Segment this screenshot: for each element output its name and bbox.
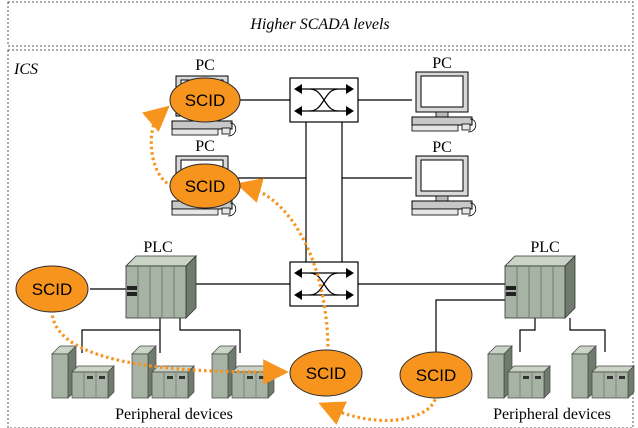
- scid-node-mid: SCID: [169, 163, 241, 209]
- pc-top-right: PC: [411, 55, 477, 133]
- path-scid-center-to-mid: [235, 178, 330, 353]
- zone-ics-label: ICS: [13, 61, 38, 78]
- peripheral-device: [131, 345, 195, 399]
- peripheral-devices-left-label: Peripheral devices: [115, 406, 233, 423]
- scid-paths: [50, 105, 438, 425]
- path-scid-mid-to-top: [141, 105, 173, 188]
- plc-right: PLC: [504, 239, 576, 319]
- peripheral-device: [51, 345, 115, 399]
- pc-mid-left: PC: [171, 138, 237, 217]
- plc-left: PLC: [125, 239, 197, 319]
- pc-mid-left-label: PC: [195, 138, 215, 155]
- scid-top-label: SCID: [185, 91, 226, 110]
- zone-higher-scada-label: Higher SCADA levels: [249, 16, 389, 33]
- peripheral-device: [571, 345, 635, 399]
- plc-left-label: PLC: [143, 239, 172, 256]
- scid-mid-label: SCID: [185, 177, 226, 196]
- peripheral-devices-right-label: Peripheral devices: [493, 406, 611, 423]
- scid-node-right: SCID: [399, 351, 473, 399]
- zone-higher-scada: Higher SCADA levels: [7, 1, 634, 47]
- switch-upper: [289, 77, 359, 123]
- scid-node-center: SCID: [289, 349, 363, 397]
- pc-top-left-label: PC: [195, 57, 215, 74]
- plc-right-label: PLC: [530, 239, 559, 256]
- scid-left-label: SCID: [32, 280, 73, 299]
- pc-mid-right: PC: [411, 139, 477, 217]
- scid-center-label: SCID: [306, 364, 347, 383]
- network-links: [81, 99, 606, 355]
- switch-lower: [289, 261, 359, 307]
- peripheral-device: [487, 345, 551, 399]
- pc-top-right-label: PC: [432, 55, 452, 72]
- scid-node-left: SCID: [15, 265, 89, 313]
- pc-top-left: PC: [171, 57, 237, 137]
- scid-right-label: SCID: [416, 366, 457, 385]
- scid-node-top: SCID: [169, 77, 241, 123]
- path-scid-left-to-center: [50, 309, 289, 385]
- pc-mid-right-label: PC: [432, 139, 452, 156]
- path-scid-right-to-center: [318, 393, 438, 425]
- zone-ics: ICS: [7, 49, 634, 428]
